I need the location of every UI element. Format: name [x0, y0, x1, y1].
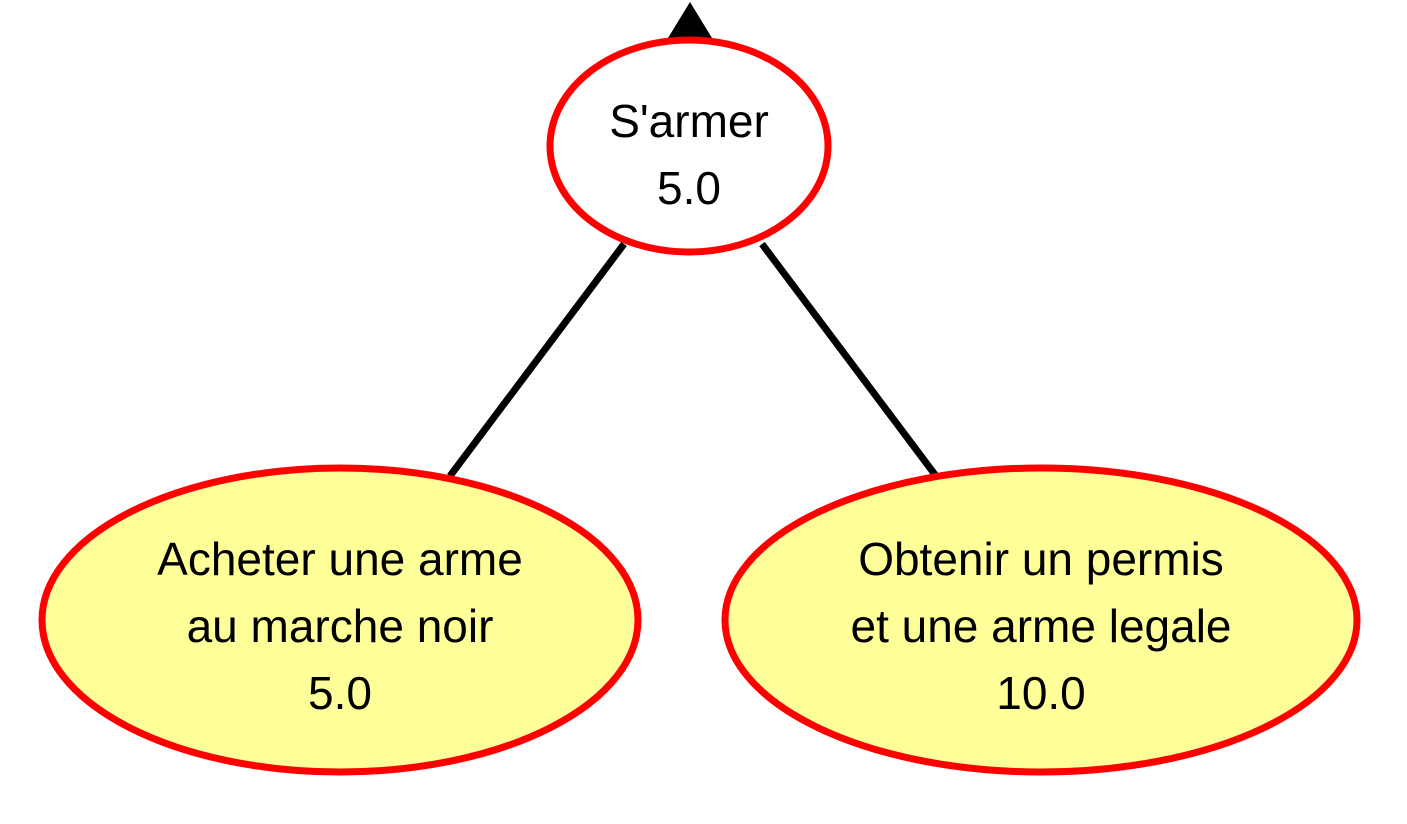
child-node-legal-permit-shape	[721, 464, 1361, 776]
child-node-legal-permit-label-line1: Obtenir un permis	[858, 533, 1224, 585]
root-node[interactable]: S'armer 5.0	[546, 36, 832, 256]
child-node-black-market[interactable]: Acheter une arme au marche noir 5.0	[38, 464, 642, 776]
child-node-legal-permit[interactable]: Obtenir un permis et une arme legale 10.…	[721, 464, 1361, 776]
child-node-legal-permit-label-line2: et une arme legale	[850, 600, 1231, 652]
child-node-legal-permit-value: 10.0	[996, 667, 1086, 719]
child-node-black-market-value: 5.0	[308, 667, 372, 719]
root-node-shape	[546, 36, 832, 256]
child-node-black-market-label-line1: Acheter une arme	[157, 533, 523, 585]
child-node-black-market-label-line2: au marche noir	[187, 600, 494, 652]
edge-root-to-left-child	[447, 241, 627, 479]
root-node-value: 5.0	[657, 162, 721, 214]
incoming-arrow-head	[668, 2, 712, 38]
child-node-black-market-shape	[38, 464, 642, 776]
edge-root-to-right-child	[759, 241, 939, 479]
root-node-label: S'armer	[609, 95, 769, 147]
